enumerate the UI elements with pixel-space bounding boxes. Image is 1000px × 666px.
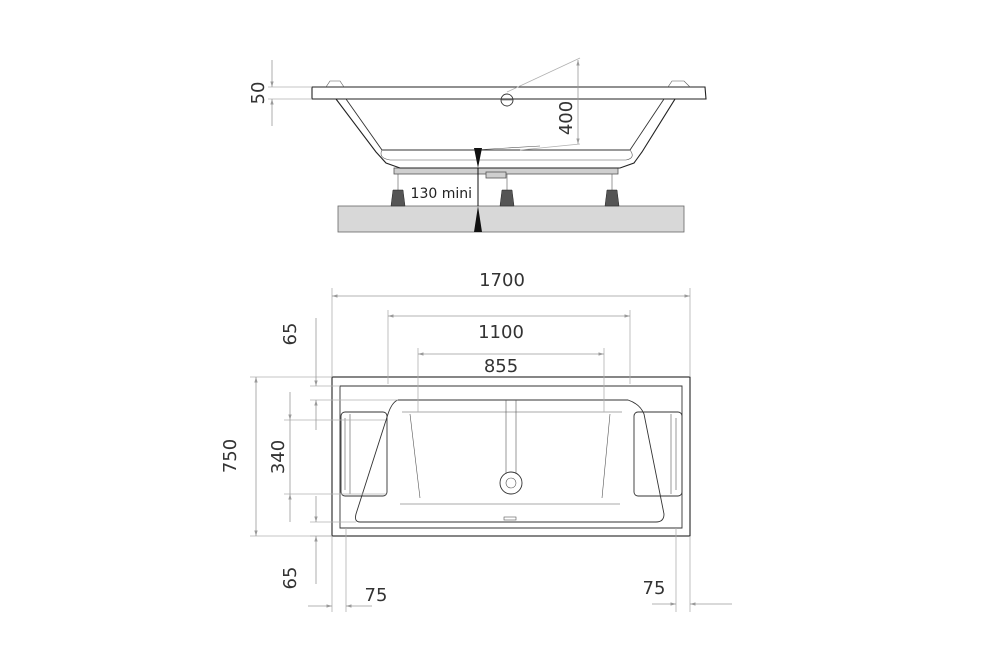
tub-outer-rim (331, 376, 691, 537)
dim-clearance-label: 130 mini (411, 186, 472, 202)
dimension-depth: 400 (506, 57, 581, 151)
headrest-left (340, 411, 388, 497)
dimension-top-margin: 65 (280, 318, 398, 430)
dimension-total-width: 750 (220, 376, 332, 537)
dim-left-margin-label: 75 (365, 585, 388, 606)
dimension-inner-length: 1100 (387, 310, 631, 384)
dim-depth-label: 400 (556, 101, 577, 135)
dimension-inner-width: 340 (268, 392, 386, 522)
dimension-right-margin: 75 (643, 528, 732, 612)
dimension-bottom-length: 855 (417, 348, 605, 412)
dim-total-length-label: 1700 (479, 270, 525, 291)
headrest-right (633, 411, 683, 497)
adjustable-feet (390, 172, 620, 207)
side-view: 50 400 130 mini (248, 57, 707, 233)
dim-right-margin-label: 75 (643, 578, 666, 599)
drain-icon (499, 471, 523, 495)
dimension-floor-clearance: 130 mini (411, 148, 482, 232)
tub-basin (355, 399, 665, 523)
dimension-rim-height: 50 (248, 60, 312, 126)
dimension-left-margin: 75 (308, 528, 387, 612)
dimension-total-length: 1700 (331, 270, 691, 377)
tub-side-profile (311, 80, 707, 169)
dimension-bottom-margin: 65 (280, 496, 356, 589)
dim-inner-width-label: 340 (268, 440, 289, 474)
floor (337, 205, 685, 233)
top-view: 1700 1100 855 750 (220, 270, 732, 612)
dim-inner-length-label: 1100 (478, 322, 524, 343)
dim-bottom-margin-label: 65 (280, 567, 301, 590)
dim-total-width-label: 750 (220, 439, 241, 473)
dim-rim-label: 50 (248, 82, 269, 105)
dim-top-margin-label: 65 (280, 323, 301, 346)
dim-bottom-length-label: 855 (484, 356, 518, 377)
